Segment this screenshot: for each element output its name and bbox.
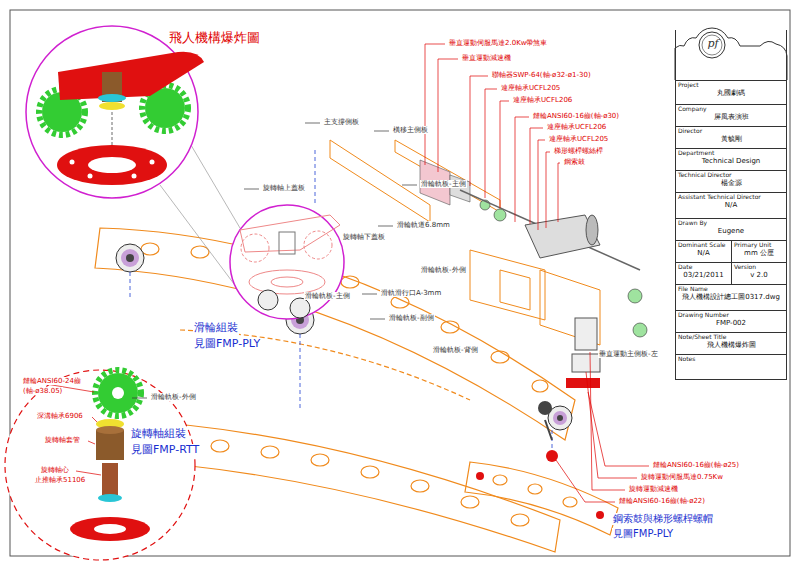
- sheet-title: 飛人機構爆炸圖: [168, 31, 261, 46]
- title-block-cell: Director黃毓剛: [676, 126, 786, 148]
- field-label: Dominant Scale: [678, 242, 729, 249]
- part-callout: 滑輪軌板-主側: [420, 180, 467, 188]
- part-callout: 連座軸承UCFL205: [548, 135, 609, 143]
- title-block-cell: Versionv 2.0: [731, 262, 786, 284]
- part-callout: 連座軸承UCFL206: [546, 123, 607, 131]
- part-callout: 鏈輪ANSI60-24齒: [22, 377, 82, 385]
- title-block-cell: Date03/21/2011: [676, 262, 731, 284]
- label-ticks: [132, 123, 417, 398]
- part-callout: 旋轉運動減速機: [628, 485, 679, 493]
- field-value: Technical Design: [678, 157, 784, 165]
- part-callout: 鏈輪ANSI60-16齒(軸-ø25): [652, 461, 740, 469]
- title-block: pfProject丸國劇碼Company屏風表演班Director黃毓剛Depa…: [675, 30, 787, 380]
- vertical-drive: [330, 140, 647, 440]
- reference-note: 鋼索鼓與梯形螺桿螺帽: [612, 513, 714, 525]
- part-callout: 鏈輪ANSI60-16齒(軸-ø30): [532, 112, 620, 120]
- title-block-cell: Dominant ScaleN/A: [676, 240, 731, 262]
- title-block-cell: Technical Director楊金源: [676, 170, 786, 192]
- part-callout: 旋轉運動伺服馬達0.75Kw: [640, 473, 724, 481]
- reference-note: 見圖FMP-RTT: [130, 444, 200, 457]
- field-value: 楊金源: [678, 179, 784, 187]
- field-label: Drawing Number: [678, 312, 784, 319]
- title-block-cell: Drawing NumberFMP-002: [676, 310, 786, 332]
- part-callout: 滑輪軌道6.8mm: [396, 221, 451, 229]
- field-label: Project: [678, 82, 784, 89]
- logo-text: pf: [698, 37, 728, 50]
- field-value: N/A: [678, 201, 784, 209]
- bearings: [116, 244, 572, 430]
- part-callout: 滑輪軌板-副側: [388, 314, 435, 322]
- field-label: Date: [678, 264, 729, 271]
- field-value: mm 公厘: [734, 249, 784, 257]
- part-callout: 滑軌滑行口A-3mm: [380, 289, 442, 297]
- reference-note: 見圖FMP-PLY: [193, 338, 261, 351]
- part-callout: 連座軸承UCFL205: [500, 84, 561, 92]
- part-callout: 旋轉軸心: [40, 466, 70, 474]
- part-callout: 深溝軸承6906: [36, 412, 84, 420]
- field-label: Note/Sheet Title: [678, 334, 784, 341]
- title-block-cell: Company屏風表演班: [676, 104, 786, 126]
- part-callout: 滑輪軌板-外側: [150, 393, 197, 401]
- field-label: Primary Unit: [734, 242, 784, 249]
- top-left-detail: [26, 26, 204, 198]
- field-value: FMP-002: [678, 319, 784, 327]
- middle-detail: [230, 205, 344, 319]
- part-callout: 旋轉軸套管: [44, 436, 81, 444]
- part-callout: 滑輪軌板-外側: [420, 266, 467, 274]
- part-callout: 橫移主側板: [392, 126, 429, 134]
- field-value: Eugene: [678, 227, 784, 235]
- title-block-cell: Project丸國劇碼: [676, 80, 786, 104]
- field-value: 黃毓剛: [678, 135, 784, 143]
- field-label: Department: [678, 150, 784, 157]
- title-block-cell: Primary Unitmm 公厘: [731, 240, 786, 262]
- field-label: Company: [678, 106, 784, 113]
- field-label: File Name: [678, 286, 784, 293]
- part-callout: 鏈輪ANSI60-16齒(軸-ø22): [618, 497, 706, 505]
- part-callout: 滑輪軌板-背側: [432, 346, 479, 354]
- part-callout: 聯軸器SWP-64(軸-ø32-ø1-30): [491, 71, 592, 79]
- nuts: [476, 450, 604, 519]
- field-value: N/A: [678, 249, 729, 257]
- title-block-cell: Notes: [676, 354, 786, 378]
- part-callout: 主支撐側板: [323, 118, 360, 126]
- field-label: Notes: [678, 356, 784, 363]
- reference-note: 滑輪組裝: [193, 322, 239, 335]
- title-block-cell: Note/Sheet Title飛人機構爆炸圖: [676, 332, 786, 354]
- field-value: 屏風表演班: [678, 113, 784, 121]
- part-callout: 鋼索鼓: [563, 158, 586, 166]
- title-ornament: [675, 28, 787, 80]
- part-callout: 垂直運動減速機: [461, 54, 512, 62]
- field-label: Drawn By: [678, 220, 784, 227]
- field-value: 飛人機構爆炸圖: [678, 341, 784, 349]
- field-value: v 2.0: [734, 271, 784, 279]
- title-block-cell: File Name飛人機構設計總工圖0317.dwg: [676, 284, 786, 310]
- title-block-cell: Assistant Technical DirectorN/A: [676, 192, 786, 218]
- part-callout: 連座軸承UCFL206: [512, 96, 573, 104]
- field-label: Assistant Technical Director: [678, 194, 784, 201]
- part-callout: 旋轉軸下蓋板: [342, 233, 386, 241]
- field-label: Director: [678, 128, 784, 135]
- part-callout: 滑輪軌板-主側: [304, 292, 351, 300]
- part-callout: 垂直運動伺服馬達2.0Kw帶煞車: [448, 39, 548, 47]
- reference-note: 見圖FMP-PLY: [612, 528, 674, 540]
- assembly-lines: [130, 150, 552, 450]
- part-callout: 旋轉軸上蓋板: [262, 184, 306, 192]
- title-block-cell: DepartmentTechnical Design: [676, 148, 786, 170]
- field-value: 03/21/2011: [678, 271, 729, 279]
- part-callout: 垂直運動主側板-左: [598, 350, 659, 358]
- part-callout: 梯形螺桿螺絲桿: [553, 147, 604, 155]
- field-value: 飛人機構設計總工圖0317.dwg: [678, 293, 784, 301]
- part-callout: (軸-ø38.05): [22, 387, 63, 395]
- part-callout: 止推軸承51106: [34, 476, 86, 484]
- field-label: Version: [734, 264, 784, 271]
- reference-note: 旋轉軸組裝: [130, 428, 187, 441]
- field-value: 丸國劇碼: [678, 89, 784, 97]
- field-label: Technical Director: [678, 172, 784, 179]
- title-block-cell: Drawn ByEugene: [676, 218, 786, 240]
- leader-lines: [34, 44, 649, 502]
